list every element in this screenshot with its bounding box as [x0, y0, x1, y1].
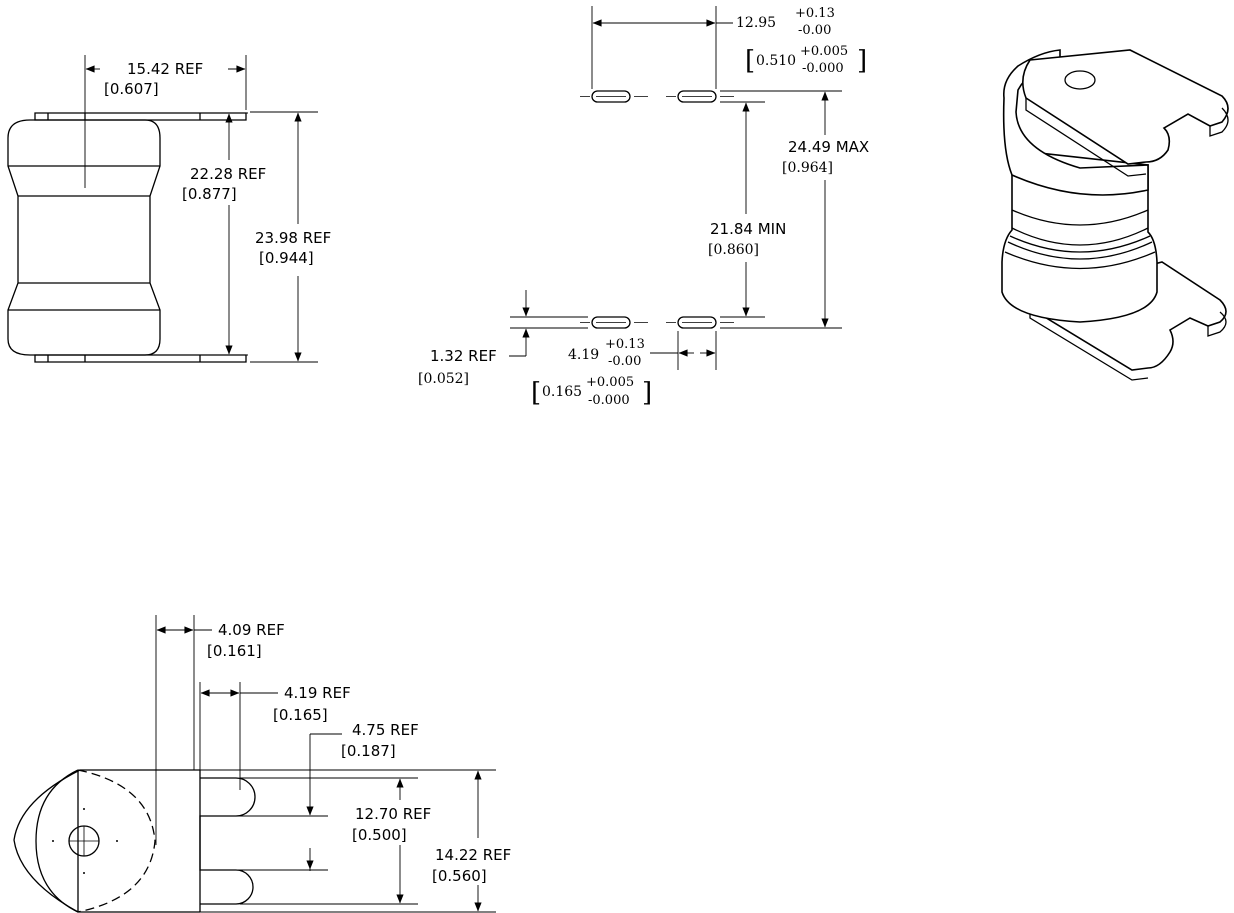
min-span-inch: [0.860] — [708, 242, 759, 258]
iso-body-band-2 — [1011, 227, 1149, 246]
front-body-band-bottom — [8, 282, 160, 311]
iso-mount-hole — [1064, 70, 1096, 90]
svg-text:]: ] — [857, 46, 867, 76]
total-span-label: 14.22 REF — [435, 846, 511, 864]
slot-length-inch-tol-minus: -0.000 — [588, 393, 630, 408]
svg-text:]: ] — [642, 378, 652, 408]
slot-length-tol-minus: -0.00 — [608, 354, 641, 369]
footprint-view: 12.95 +0.13 -0.00 [ 0.510 +0.005 -0.000 … — [418, 6, 869, 408]
offset-c-inch: [0.187] — [341, 742, 396, 760]
side-body-round — [35, 769, 79, 913]
slot-span-label: 12.70 REF — [355, 805, 431, 823]
front-view: 15.42 REF [0.607] 22.28 REF [0.877] 23.9… — [7, 55, 331, 363]
slot-width-inch: [0.052] — [418, 371, 469, 387]
front-outer-height-label: 23.98 REF — [255, 229, 331, 247]
front-outer-height-inch: [0.944] — [259, 249, 314, 267]
front-top-tab — [34, 112, 247, 121]
pitch-inch-tol-plus: +0.005 — [800, 44, 848, 59]
slot-width-label: 1.32 REF — [430, 347, 497, 365]
pitch-inch-tol-minus: -0.000 — [802, 61, 844, 76]
side-outline — [13, 769, 200, 913]
pitch-label: 12.95 — [736, 15, 776, 31]
pitch-tol-minus: -0.00 — [798, 23, 831, 38]
iso-top-plate — [1022, 49, 1229, 165]
slot-span-inch: [0.500] — [352, 826, 407, 844]
pitch-inch-label: 0.510 — [756, 53, 796, 69]
front-body-outline — [7, 119, 161, 356]
max-span-label: 24.49 MAX — [788, 138, 869, 156]
slot-length-inch-tol-plus: +0.005 — [586, 375, 634, 390]
side-terminal — [199, 777, 256, 905]
slot-bottom-right — [677, 316, 717, 329]
iso-top-cap — [1002, 49, 1149, 196]
front-width-inch: [0.607] — [104, 80, 159, 98]
slot-top-left — [591, 90, 631, 103]
iso-body-band-1 — [1011, 209, 1149, 226]
offset-a-label: 4.09 REF — [218, 621, 285, 639]
max-span-inch: [0.964] — [782, 160, 833, 176]
offset-a-inch: [0.161] — [207, 642, 262, 660]
side-hidden-line — [77, 769, 156, 913]
front-width-label: 15.42 REF — [127, 60, 203, 78]
slot-length-label: 4.19 — [568, 347, 599, 363]
svg-text:[: [ — [745, 46, 755, 76]
front-bottom-tab — [34, 354, 247, 363]
total-span-inch: [0.560] — [432, 867, 487, 885]
side-view: 4.09 REF [0.161] 4.19 REF [0.165] 4.75 R… — [13, 615, 511, 913]
slot-top-right — [677, 90, 717, 103]
slot-bottom-left — [591, 316, 631, 329]
front-inner-height-inch: [0.877] — [182, 185, 237, 203]
offset-b-inch: [0.165] — [273, 706, 328, 724]
front-body-band-top — [8, 165, 160, 197]
slot-length-tol-plus: +0.13 — [605, 337, 645, 352]
front-inner-height-label: 22.28 REF — [190, 165, 266, 183]
svg-text:[: [ — [531, 378, 541, 408]
isometric-view — [1001, 49, 1229, 381]
offset-b-label: 4.19 REF — [284, 684, 351, 702]
pitch-tol-plus: +0.13 — [795, 6, 835, 21]
slot-length-inch-label: 0.165 — [542, 384, 582, 400]
min-span-label: 21.84 MIN — [710, 220, 786, 238]
offset-c-label: 4.75 REF — [352, 721, 419, 739]
